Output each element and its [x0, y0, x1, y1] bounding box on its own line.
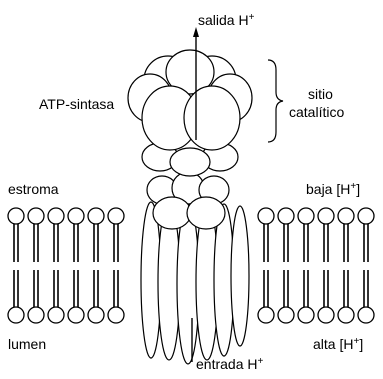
lipid-head [258, 307, 274, 323]
lipid-head [278, 208, 294, 224]
lipid-head [338, 208, 354, 224]
catalytic-site-label-line1: sitio [308, 86, 333, 102]
lipid-head [358, 307, 374, 323]
lipid-head [278, 307, 294, 323]
stalk-segment [187, 197, 225, 229]
catalytic-site-bracket [268, 60, 283, 142]
proton-entry-text: entrada H [196, 356, 257, 372]
proton-exit-sup: + [249, 12, 255, 23]
enzyme-label: ATP-sintasa [39, 96, 114, 112]
lipid-head [28, 307, 44, 323]
stalk-segment [153, 197, 191, 229]
lipid-head [28, 208, 44, 224]
lipid-head [48, 307, 64, 323]
lumen-label: lumen [8, 336, 46, 352]
stroma-label: estroma [8, 181, 59, 197]
lipid-head [358, 208, 374, 224]
proton-exit-label: salida H+ [198, 12, 254, 28]
lipid-head [68, 208, 84, 224]
catalytic-site-label-line2: catalítico [289, 104, 344, 120]
proton-entry-sup: + [257, 356, 263, 367]
lipid-head [68, 307, 84, 323]
low-proton-close: ] [356, 181, 360, 197]
low-proton-text: baja [H [306, 181, 350, 197]
lipid-head [258, 208, 274, 224]
lipid-head [108, 208, 124, 224]
high-proton-label: alta [H+] [313, 336, 363, 352]
f1-subunit [170, 148, 210, 176]
arrow-head [193, 27, 199, 37]
lipid-head [338, 307, 354, 323]
high-proton-text: alta [H [313, 336, 353, 352]
proton-exit-text: salida H [198, 12, 249, 28]
lipid-head [48, 208, 64, 224]
lipid-head [8, 208, 24, 224]
lipid-head [88, 208, 104, 224]
lipid-head [88, 307, 104, 323]
lipid-head [8, 307, 24, 323]
atp-synthase-complex [128, 50, 252, 364]
lipid-head [298, 208, 314, 224]
lipid-head [318, 208, 334, 224]
f1-subunit [184, 86, 240, 150]
lipid-head [318, 307, 334, 323]
proton-entry-label: entrada H+ [196, 356, 263, 372]
high-proton-close: ] [359, 336, 363, 352]
low-proton-label: baja [H+] [306, 181, 360, 197]
lipid-head [108, 307, 124, 323]
fo-subunit [231, 206, 249, 346]
lipid-head [298, 307, 314, 323]
